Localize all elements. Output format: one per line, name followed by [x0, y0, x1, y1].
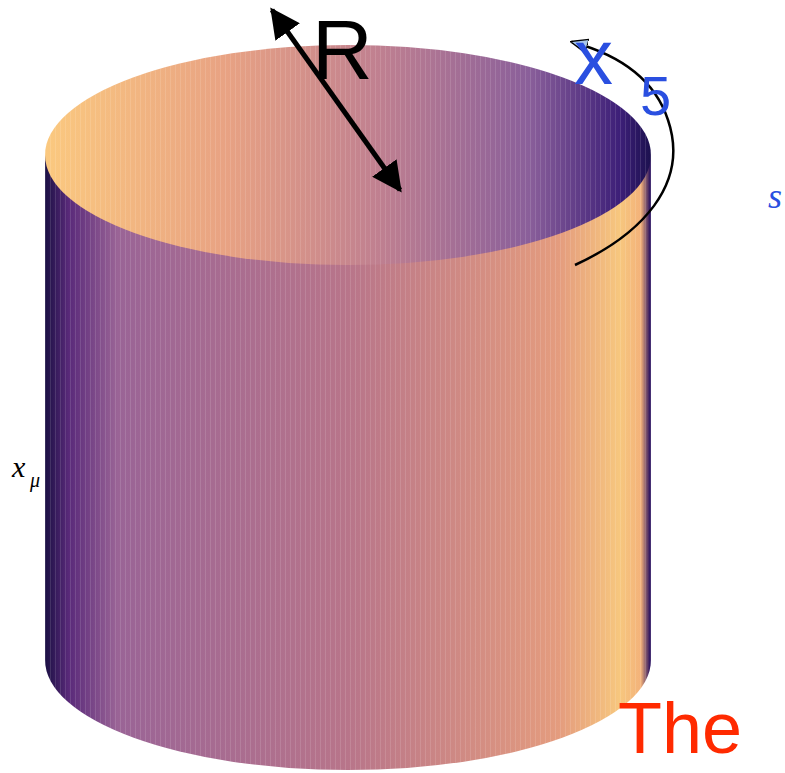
coordinate-label: x	[574, 18, 613, 96]
coordinate-label: x	[12, 452, 25, 482]
coordinate-subscript: μ	[30, 470, 40, 490]
title-fragment: The	[618, 692, 742, 764]
coordinate-subscript: 5	[640, 68, 671, 124]
radius-label: R	[312, 8, 373, 92]
cut-text: s	[768, 178, 782, 214]
